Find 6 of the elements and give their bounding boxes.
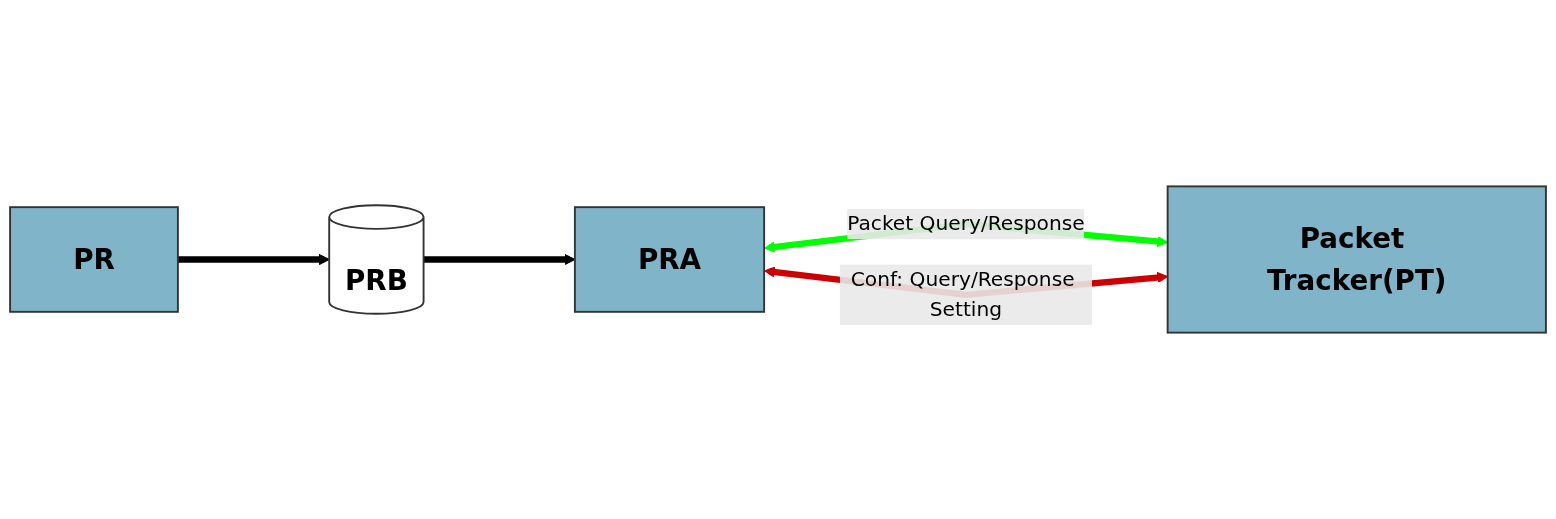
edge-label: Conf: Query/Response Setting [850, 267, 1075, 322]
node-box: PR [9, 206, 179, 313]
edge-label: Packet Query/Response [847, 211, 1085, 236]
node-box: PRA [573, 206, 766, 313]
node-box: Packet Tracker(PT) [1166, 185, 1547, 334]
arrow [177, 253, 330, 266]
